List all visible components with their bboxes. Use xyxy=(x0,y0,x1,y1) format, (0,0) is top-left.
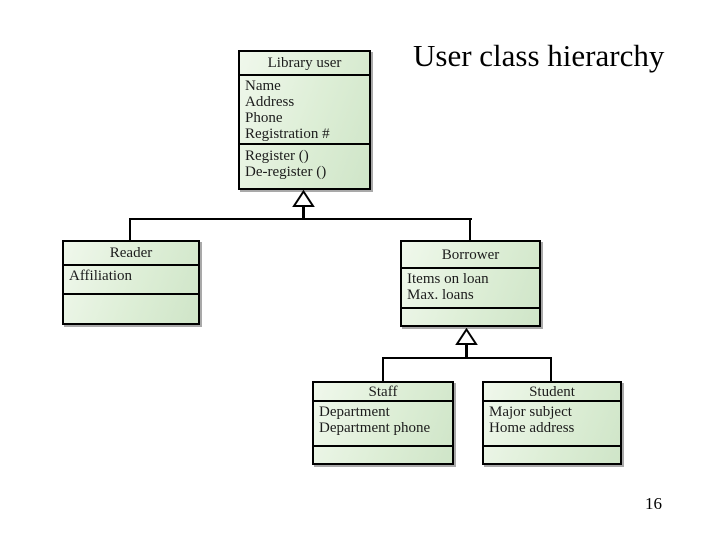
method: De-register () xyxy=(245,164,327,180)
class-name: Reader xyxy=(64,242,198,266)
class-methods xyxy=(64,295,198,323)
attribute: Affiliation xyxy=(69,268,133,284)
connector-line xyxy=(550,357,552,381)
connector-line xyxy=(465,344,468,358)
connector-line xyxy=(469,218,471,240)
uml-class-borrower: Borrower Items on loan Max. loans xyxy=(400,240,541,327)
attribute: Items on loan xyxy=(407,271,489,287)
uml-class-student: Student Major subject Home address xyxy=(482,381,622,465)
class-attributes: Affiliation xyxy=(64,266,198,295)
attribute: Department xyxy=(319,404,390,420)
class-name: Borrower xyxy=(402,242,539,269)
connector-line xyxy=(382,357,384,381)
attribute: Address xyxy=(245,94,295,110)
attribute: Major subject xyxy=(489,404,572,420)
uml-class-staff: Staff Department Department phone xyxy=(312,381,454,465)
attribute: Home address xyxy=(489,420,575,436)
uml-class-library-user: Library user Name Address Phone Registra… xyxy=(238,50,371,190)
class-name: Library user xyxy=(240,52,369,76)
connector-line xyxy=(129,218,131,240)
attribute: Name xyxy=(245,78,281,94)
class-name: Student xyxy=(484,383,620,402)
class-methods: Register () De-register () xyxy=(240,145,369,188)
class-methods xyxy=(402,309,539,325)
uml-class-reader: Reader Affiliation xyxy=(62,240,200,325)
class-attributes: Items on loan Max. loans xyxy=(402,269,539,309)
page-title: User class hierarchy xyxy=(413,38,665,73)
class-attributes: Major subject Home address xyxy=(484,402,620,447)
connector-line xyxy=(129,218,472,220)
class-name: Staff xyxy=(314,383,452,402)
attribute: Department phone xyxy=(319,420,431,436)
attribute: Phone xyxy=(245,110,283,126)
connector-line xyxy=(382,357,552,359)
attribute: Max. loans xyxy=(407,287,474,303)
class-methods xyxy=(314,447,452,463)
page-number: 16 xyxy=(645,494,662,513)
class-methods xyxy=(484,447,620,463)
method: Register () xyxy=(245,148,309,164)
class-attributes: Name Address Phone Registration # xyxy=(240,76,369,145)
attribute: Registration # xyxy=(245,126,330,142)
connector-line xyxy=(302,206,305,219)
class-attributes: Department Department phone xyxy=(314,402,452,447)
